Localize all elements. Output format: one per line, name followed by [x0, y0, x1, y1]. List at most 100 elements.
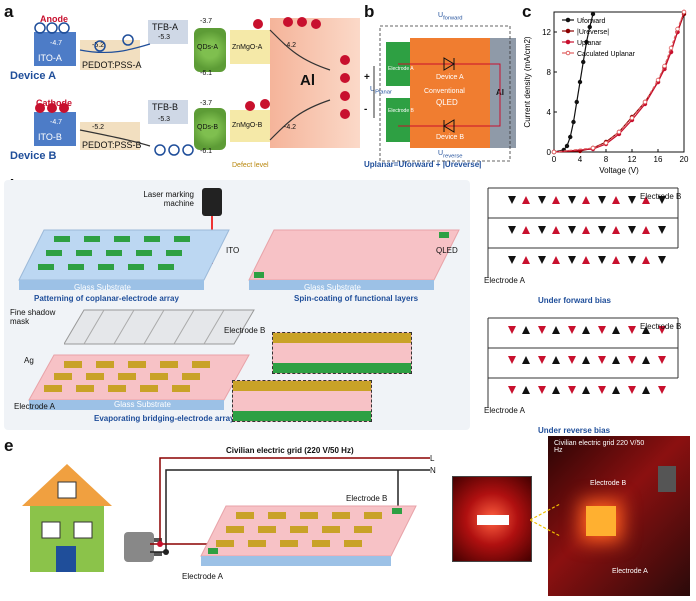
forward-electrode-b: Electrode B [640, 192, 682, 201]
x-tick-label: 4 [578, 155, 583, 164]
anode-label: Anode [40, 14, 68, 24]
device-b-text: Device B [436, 134, 465, 141]
qd-a-bot-energy: -6.1 [200, 70, 213, 77]
data-point [568, 134, 573, 140]
panel-b-label: b [364, 2, 375, 21]
znmgo-b-label: ZnMgO-B [232, 122, 263, 129]
qds-b-label: QDs-B [197, 124, 218, 131]
panel-c-label: c [522, 2, 532, 21]
reverse-bias-circuit [487, 317, 679, 408]
zoom-inset-top [272, 332, 412, 374]
ito-a-energy: -4.7 [50, 40, 63, 47]
device-photo-setup [548, 436, 690, 596]
qled-label: QLED [436, 246, 458, 255]
ito-a-label: ITO-A [38, 53, 62, 63]
y-tick-label: 8 [547, 68, 552, 77]
ito-a-layer [34, 32, 76, 66]
qled-text: QLED [436, 98, 458, 107]
conventional-text: Conventional [424, 88, 465, 95]
tfb-a-label: TFB-A [152, 22, 178, 32]
plug-icon [124, 532, 162, 562]
data-point [616, 129, 622, 135]
electrode-a-text: Electrode A [388, 66, 414, 72]
znmgo-a-energy: -4.2 [284, 42, 297, 49]
znmgo-b-energy: -4.2 [284, 124, 297, 131]
house-icon [22, 464, 112, 572]
y-tick-label: 12 [542, 28, 551, 37]
legend-marker [565, 39, 571, 45]
data-point [574, 99, 579, 105]
forward-electrode-a: Electrode A [484, 276, 525, 285]
data-point [675, 26, 680, 32]
ito-b-energy: -4.7 [50, 119, 63, 126]
plot-frame [553, 11, 685, 153]
panel-e-label: e [4, 436, 14, 455]
pedot-b-label: PEDOT:PSS-B [82, 140, 142, 150]
voltage-formula: Uplanar=Uforward + |Ureverse| [364, 160, 482, 169]
data-point [642, 99, 648, 105]
al-block [490, 38, 516, 148]
electrode-b-block [386, 98, 410, 142]
glass-label-3: Glass Substrate [114, 400, 171, 409]
legend-entry: Caculated Uplanar [577, 51, 636, 58]
tfb-b-layer [148, 100, 188, 124]
panel-a-label: a [4, 2, 14, 21]
data-point [668, 45, 674, 51]
pedot-a-label: PEDOT:PSS-A [82, 60, 142, 70]
data-point [603, 140, 609, 146]
data-point [590, 145, 596, 151]
charge-markers [34, 17, 350, 156]
legend-marker [565, 17, 571, 23]
x-tick-label: 0 [552, 155, 557, 164]
electrode-b-label-e: Electrode B [346, 494, 388, 503]
substrate-bridging [28, 354, 250, 410]
substrate-spin-coated [248, 229, 460, 290]
photo-electrode-a: Electrode A [612, 568, 648, 575]
qds-a-label: QDs-A [197, 44, 218, 51]
al-label: Al [300, 72, 315, 89]
forward-bias-caption: Under forward bias [538, 296, 611, 305]
y-tick-label: 0 [547, 148, 552, 157]
defect-level-label: Defect level [232, 162, 269, 169]
step1-caption: Patterning of coplanar-electrode array [34, 294, 179, 303]
qd-a-top-energy: -3.7 [200, 18, 213, 25]
substrate-coplanar [18, 229, 230, 290]
tfb-b-label: TFB-B [152, 102, 178, 112]
zoom-inset-bottom [232, 380, 372, 422]
pedot-a-energy: -5.2 [92, 42, 105, 49]
y-tick-label: 4 [547, 108, 552, 117]
pedot-b-energy: -5.2 [92, 124, 105, 131]
legend-entry: Uplanar [577, 40, 602, 47]
data-point [587, 24, 592, 30]
step3-caption: Evaporating bridging-electrode array [94, 414, 235, 423]
circuit-lines [373, 25, 511, 162]
device-a-text: Device A [436, 74, 464, 81]
qd-b-bot-energy: -6.1 [200, 148, 213, 155]
ito-b-layer [34, 112, 76, 146]
ito-b-label: ITO-B [38, 132, 62, 142]
energy-diagram-a-overlay [34, 17, 350, 156]
legend-entry: Uforward [577, 18, 606, 25]
electrode-a-label-e: Electrode A [182, 572, 223, 581]
line-N: N [430, 466, 436, 475]
tfb-a-layer [148, 20, 188, 44]
device-photo-closeup [452, 476, 532, 562]
energy-diagram-a: Al Anode ITO-A -4.7 -5.2 PEDOT:PSS-A TFB… [0, 0, 370, 175]
data-point [681, 9, 687, 15]
data-point [581, 59, 586, 65]
device-a-label: Device A [10, 70, 57, 82]
minus-sign: - [364, 104, 368, 115]
x-tick-label: 20 [680, 155, 689, 164]
ag-label: Ag [24, 356, 34, 365]
data-point [584, 39, 589, 45]
reverse-bias-caption: Under reverse bias [538, 426, 611, 435]
x-tick-label: 8 [604, 155, 609, 164]
ito-label: ITO [226, 246, 240, 255]
data-point [590, 11, 596, 17]
legend-marker [565, 28, 571, 34]
shadow-mask [64, 309, 255, 345]
tfb-b-energy: -5.3 [158, 116, 171, 123]
x-tick-label: 16 [654, 155, 663, 164]
x-tick-label: 12 [628, 155, 637, 164]
